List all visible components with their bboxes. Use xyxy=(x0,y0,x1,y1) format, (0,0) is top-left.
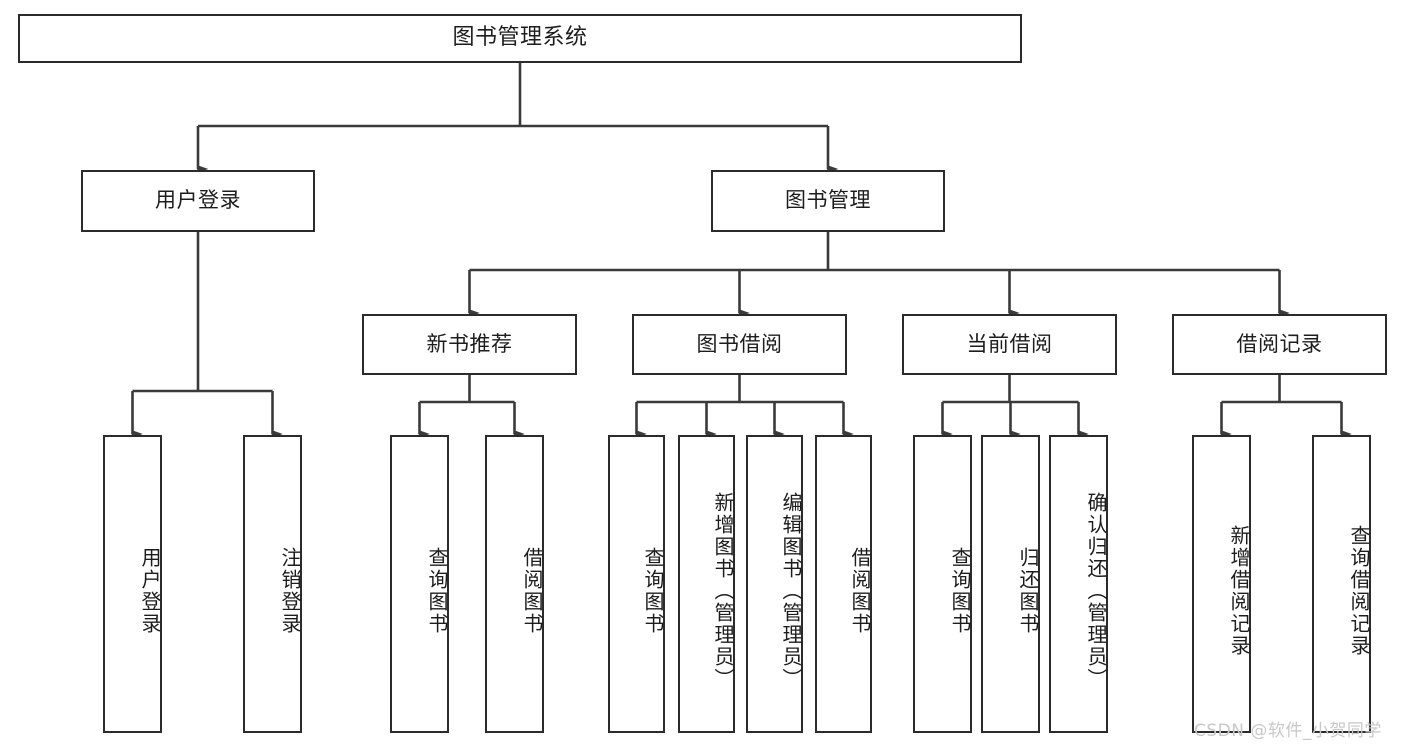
leaf-borrow-book[interactable]: 借阅图书 xyxy=(815,435,872,733)
node-label: 查询图书 xyxy=(948,547,972,635)
leaf-edit-book-admin[interactable]: 编辑图书（管理员） xyxy=(746,435,803,733)
node-new-book-recommend[interactable]: 新书推荐 xyxy=(362,314,577,375)
leaf-query-borrow-record[interactable]: 查询借阅记录 xyxy=(1312,435,1371,733)
edges-group xyxy=(131,63,1352,438)
node-root-book-management-system[interactable]: 图书管理系统 xyxy=(18,14,1022,63)
leaf-borrow-book-recommend[interactable]: 借阅图书 xyxy=(485,435,544,733)
node-borrow-record[interactable]: 借阅记录 xyxy=(1172,314,1387,375)
node-label: 用户登录 xyxy=(155,188,241,213)
node-label: 查询图书 xyxy=(641,547,665,635)
leaf-query-book-recommend[interactable]: 查询图书 xyxy=(390,435,449,733)
leaf-confirm-return-admin[interactable]: 确认归还（管理员） xyxy=(1049,435,1108,733)
node-label: 注销登录 xyxy=(278,547,302,635)
node-label: 借阅图书 xyxy=(848,547,872,635)
node-book-borrow[interactable]: 图书借阅 xyxy=(632,314,847,375)
leaf-add-book-admin[interactable]: 新增图书（管理员） xyxy=(678,435,735,733)
node-label: 借阅记录 xyxy=(1236,331,1323,356)
node-label: 当前借阅 xyxy=(966,331,1053,356)
node-label: 查询图书 xyxy=(425,547,449,635)
node-book-management[interactable]: 图书管理 xyxy=(711,170,945,232)
leaf-query-book-current[interactable]: 查询图书 xyxy=(913,435,972,733)
leaf-query-book-borrow[interactable]: 查询图书 xyxy=(608,435,665,733)
node-label: 图书管理系统 xyxy=(452,25,588,51)
node-current-borrow[interactable]: 当前借阅 xyxy=(902,314,1117,375)
node-label: 查询借阅记录 xyxy=(1347,525,1371,657)
node-label: 图书管理 xyxy=(785,188,871,213)
node-label: 归还图书 xyxy=(1016,547,1040,635)
node-label: 图书借阅 xyxy=(696,331,783,356)
node-label: 编辑图书（管理员） xyxy=(779,492,803,690)
leaf-logout-login[interactable]: 注销登录 xyxy=(243,435,302,733)
leaf-add-borrow-record[interactable]: 新增借阅记录 xyxy=(1192,435,1251,733)
node-label: 用户登录 xyxy=(138,547,162,635)
node-user-login[interactable]: 用户登录 xyxy=(81,170,315,232)
node-label: 新增借阅记录 xyxy=(1227,525,1251,657)
node-label: 新增图书（管理员） xyxy=(711,492,735,690)
leaf-user-login[interactable]: 用户登录 xyxy=(103,435,162,733)
csdn-watermark: CSDN @软件_小贺同学 xyxy=(1194,721,1382,741)
node-label: 确认归还（管理员） xyxy=(1084,492,1108,690)
node-label: 借阅图书 xyxy=(520,547,544,635)
leaf-return-book[interactable]: 归还图书 xyxy=(981,435,1040,733)
node-label: 新书推荐 xyxy=(426,331,513,356)
